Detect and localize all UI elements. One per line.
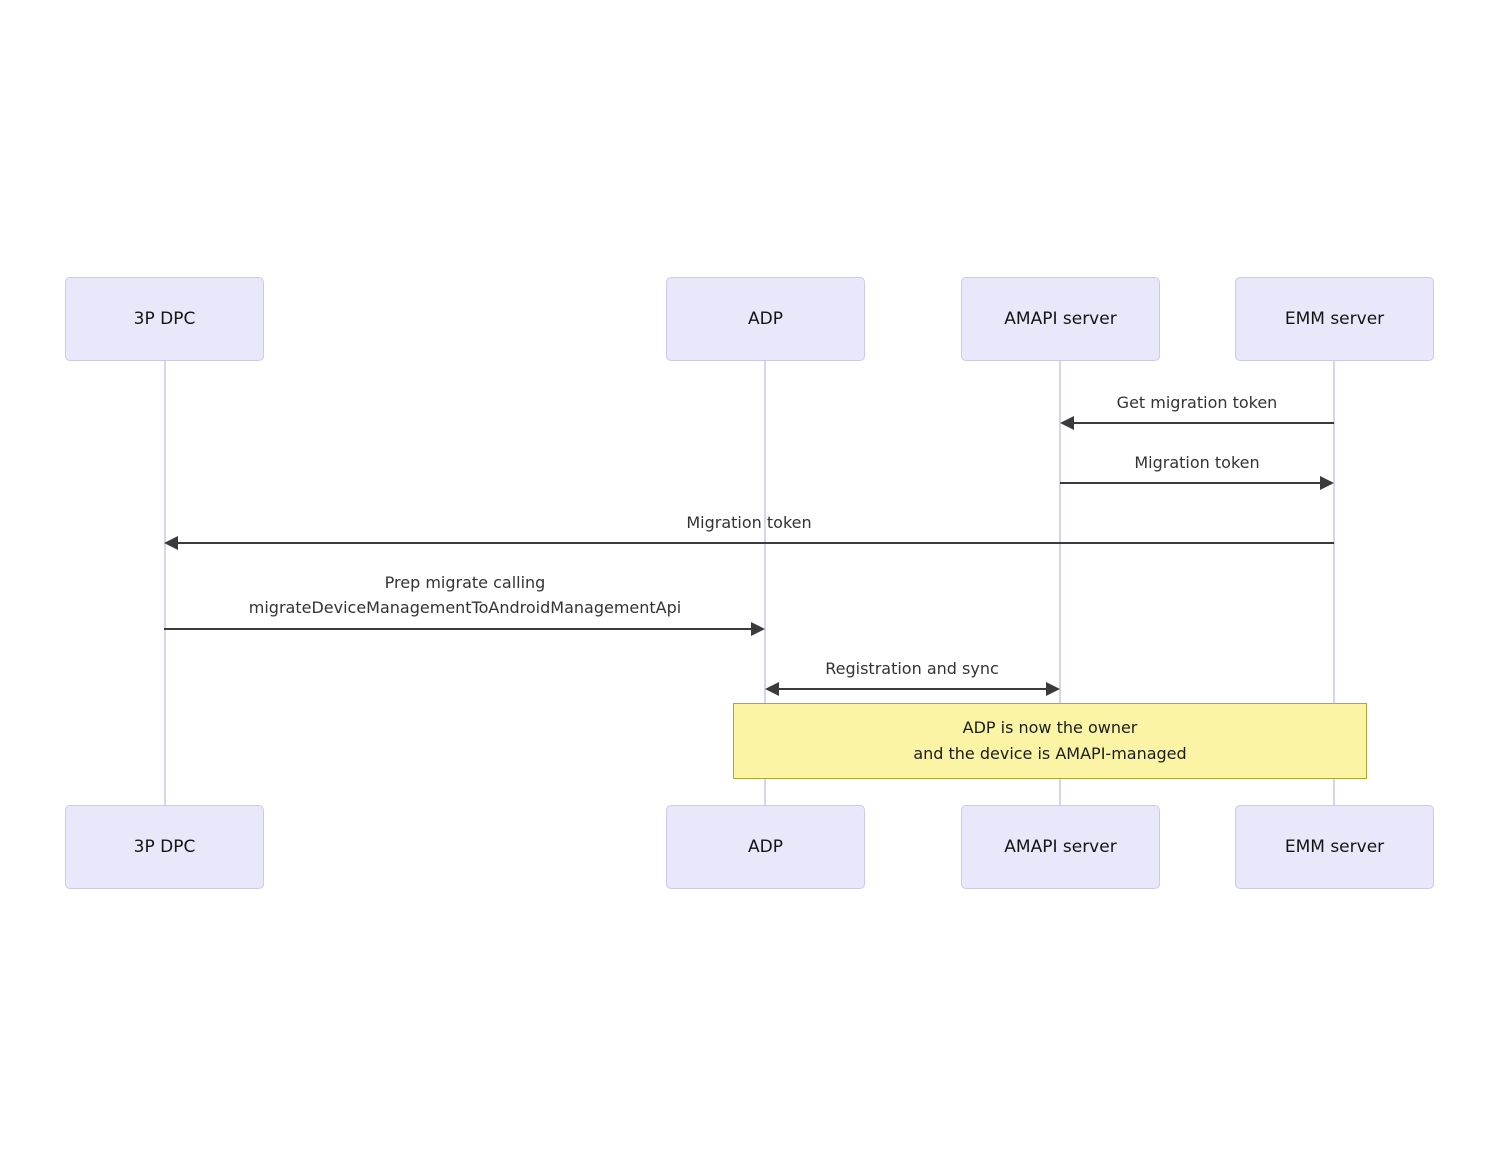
- arrowhead-left-icon: [164, 536, 178, 550]
- arrowhead-left-icon: [765, 682, 779, 696]
- actor-3p-dpc-top: 3P DPC: [65, 277, 264, 361]
- arrowhead-right-icon: [1320, 476, 1334, 490]
- arrowhead-left-icon: [1060, 416, 1074, 430]
- note-adp-owner: ADP is now the owner and the device is A…: [733, 703, 1367, 779]
- message-get-migration-token-label: Get migration token: [1116, 393, 1278, 412]
- message-migration-token-line: [1060, 482, 1332, 484]
- actor-emm-server-bottom: EMM server: [1235, 805, 1434, 889]
- actor-label: 3P DPC: [133, 837, 196, 857]
- message-prep-migrate-line1: Prep migrate calling: [384, 573, 546, 592]
- actor-label: ADP: [748, 309, 783, 329]
- actor-label: AMAPI server: [1004, 309, 1117, 329]
- note-line2: and the device is AMAPI-managed: [913, 744, 1187, 763]
- actor-3p-dpc-bottom: 3P DPC: [65, 805, 264, 889]
- arrowhead-right-icon: [751, 622, 765, 636]
- note-line1: ADP is now the owner: [962, 718, 1138, 737]
- actor-label: ADP: [748, 837, 783, 857]
- lifeline-emm-server: [1333, 361, 1335, 806]
- lifeline-amapi-server: [1059, 361, 1061, 806]
- actor-emm-server-top: EMM server: [1235, 277, 1434, 361]
- message-migration-token-label: Migration token: [1134, 453, 1260, 472]
- actor-label: AMAPI server: [1004, 837, 1117, 857]
- message-prep-migrate-line2: migrateDeviceManagementToAndroidManageme…: [248, 598, 682, 617]
- message-prep-migrate-label: Prep migrate calling migrateDeviceManage…: [249, 570, 681, 620]
- actor-adp-bottom: ADP: [666, 805, 865, 889]
- message-migration-token-long-line: [166, 542, 1334, 544]
- actor-label: 3P DPC: [133, 309, 196, 329]
- lifeline-3p-dpc: [164, 361, 166, 806]
- message-prep-migrate-line: [164, 628, 752, 630]
- actor-adp-top: ADP: [666, 277, 865, 361]
- message-get-migration-token-line: [1062, 422, 1334, 424]
- actor-amapi-server-top: AMAPI server: [961, 277, 1160, 361]
- actor-label: EMM server: [1284, 309, 1385, 329]
- arrowhead-right-icon: [1046, 682, 1060, 696]
- lifeline-adp: [764, 361, 766, 806]
- message-registration-sync-line: [770, 688, 1055, 690]
- actor-amapi-server-bottom: AMAPI server: [961, 805, 1160, 889]
- message-registration-sync-label: Registration and sync: [825, 659, 999, 678]
- actor-label: EMM server: [1284, 837, 1385, 857]
- message-migration-token-long-label: Migration token: [686, 513, 812, 532]
